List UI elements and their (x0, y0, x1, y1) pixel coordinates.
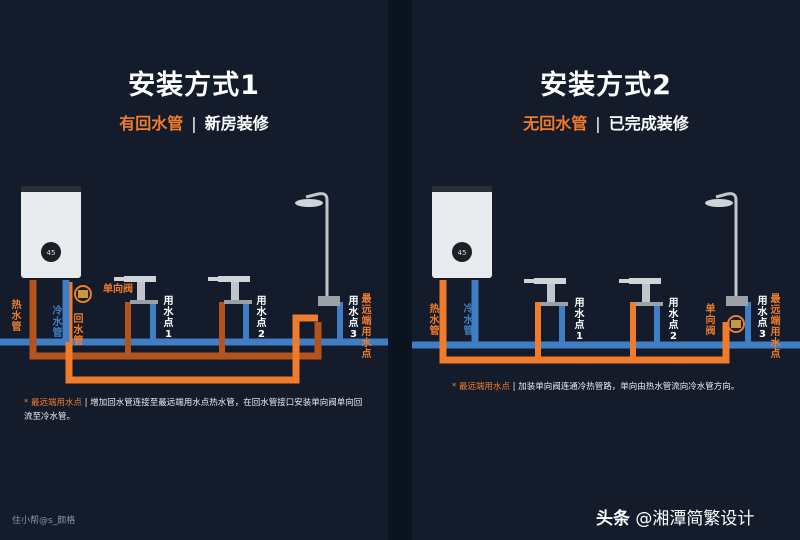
hot-pipe-label: 热水管 (429, 304, 440, 337)
shower-icon (705, 192, 748, 306)
panel-subtitle: 有回水管 | 新房装修 (0, 110, 388, 134)
panel-subtitle: 无回水管 | 已完成装修 (412, 110, 800, 134)
installation-method-2-panel: 安装方式2 无回水管 | 已完成装修 45 (412, 0, 800, 540)
hot-pipe (439, 280, 730, 364)
note-separator: | (509, 382, 519, 392)
note-highlight: * 最远端用水点 (24, 398, 82, 408)
faucet-icon (524, 278, 568, 306)
panel-divider (388, 0, 412, 540)
note-text: 加装单向阀连通冷热管路，单向由热水管流向冷水管方向。 (518, 382, 740, 392)
check-valve-icon (74, 285, 92, 303)
plumbing-diagram-1: 45 (0, 186, 388, 384)
water-point-3-label: 用水点3 (348, 296, 359, 340)
panel-title: 安装方式2 (540, 70, 672, 101)
svg-text:45: 45 (47, 249, 56, 257)
faucet-icon (619, 278, 663, 306)
subtitle-separator: | (191, 114, 197, 133)
return-pipe-label: 回水管 (73, 314, 84, 347)
water-point-2-label: 用水点2 (256, 296, 267, 340)
hot-pipe (29, 280, 322, 360)
water-point-2-label: 用水点2 (668, 298, 679, 342)
shower-icon (295, 192, 340, 306)
water-heater-icon: 45 (432, 186, 492, 278)
subtitle-separator: | (595, 114, 601, 133)
installation-note: * 最远端用水点 | 加装单向阀连通冷热管路，单向由热水管流向冷水管方向。 (452, 380, 782, 394)
water-heater-icon: 45 (21, 186, 81, 278)
subtitle-highlight: 无回水管 (523, 114, 588, 133)
note-separator: | (81, 398, 91, 408)
water-point-1-label: 用水点1 (574, 298, 585, 342)
farthest-point-label: 最远端用水点 (770, 294, 781, 360)
svg-text:45: 45 (458, 249, 467, 257)
plumbing-diagram-2: 45 (412, 186, 800, 364)
note-highlight: * 最远端用水点 (452, 382, 510, 392)
photo-credit: 住小帮@s_颜格 (12, 516, 76, 526)
subtitle-rest: 已完成装修 (608, 114, 689, 133)
cold-pipe-label: 冷水管 (463, 304, 474, 337)
water-point-3-label: 用水点3 (757, 296, 768, 340)
panel-title: 安装方式1 (128, 70, 260, 101)
return-pipe (65, 282, 318, 384)
check-valve-icon (727, 315, 745, 333)
brand-watermark: 头条 @湘潭简繁设计 (596, 504, 754, 529)
installation-method-1-panel: 安装方式1 有回水管 | 新房装修 45 (0, 0, 388, 540)
farthest-point-label: 最远端用水点 (361, 294, 372, 360)
cold-pipe-label: 冷水管 (52, 306, 63, 339)
check-valve-label: 单向阀 (103, 284, 133, 295)
subtitle-rest: 新房装修 (204, 114, 269, 133)
check-valve-label: 单向阀 (705, 304, 716, 337)
note-text: 增加回水管连接至最远端用水点热水管，在回水管接口安装单向阀单向回流至冷水管。 (24, 398, 363, 422)
water-point-1-label: 用水点1 (163, 296, 174, 340)
faucet-icon (114, 276, 158, 304)
subtitle-highlight: 有回水管 (119, 114, 184, 133)
brand-rest: @湘潭简繁设计 (630, 509, 755, 529)
installation-note: * 最远端用水点 | 增加回水管连接至最远端用水点热水管，在回水管接口安装单向阀… (24, 396, 364, 424)
hot-pipe-label: 热水管 (11, 300, 22, 333)
faucet-icon (208, 276, 252, 304)
brand-prefix: 头条 (596, 509, 630, 529)
